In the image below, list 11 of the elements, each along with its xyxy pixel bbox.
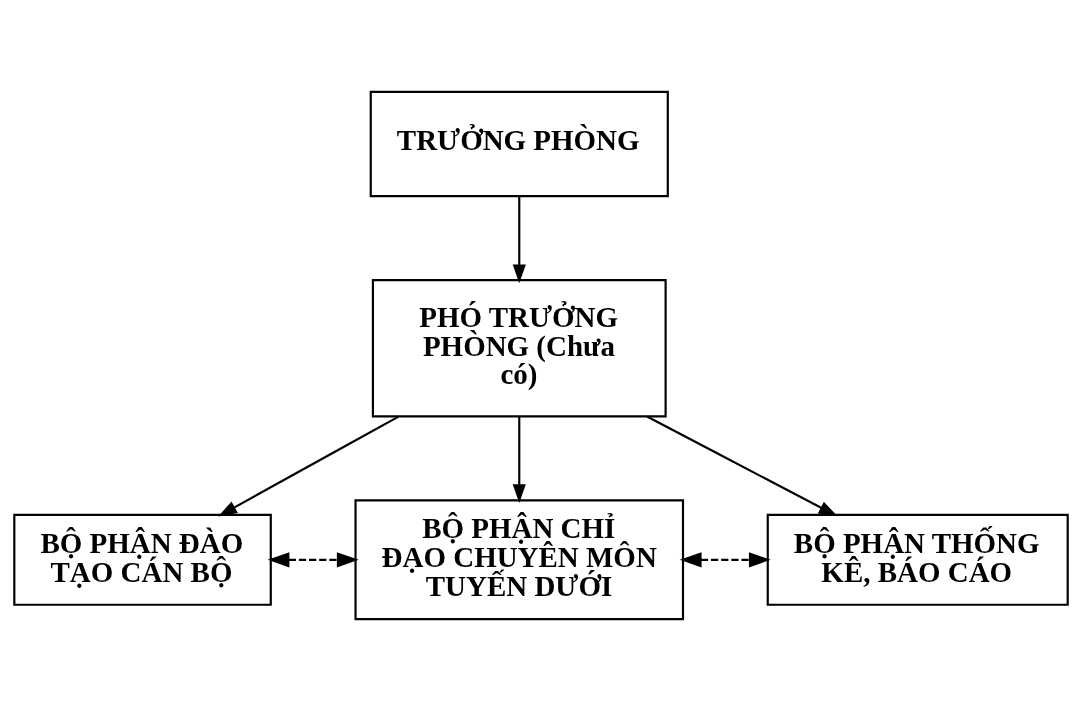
arrow [267, 551, 359, 567]
arrow [218, 415, 400, 516]
node-box: BỘ PHẬN ĐÀO TẠO CÁN BỘ [13, 513, 272, 606]
node-box: BỘ PHẬN THỐNG KÊ, BÁO CÁO [766, 513, 1069, 606]
arrow [512, 195, 526, 283]
node-box: PHÓ TRƯỞNG PHÒNG (Chưa có) [371, 278, 667, 417]
arrow [646, 415, 838, 516]
arrow [679, 551, 771, 567]
node-box: TRƯỞNG PHÒNG [369, 90, 669, 197]
node-box: BỘ PHẬN CHỈ ĐẠO CHUYÊN MÔN TUYẾN DƯỚI [354, 498, 685, 620]
arrow [512, 416, 526, 503]
